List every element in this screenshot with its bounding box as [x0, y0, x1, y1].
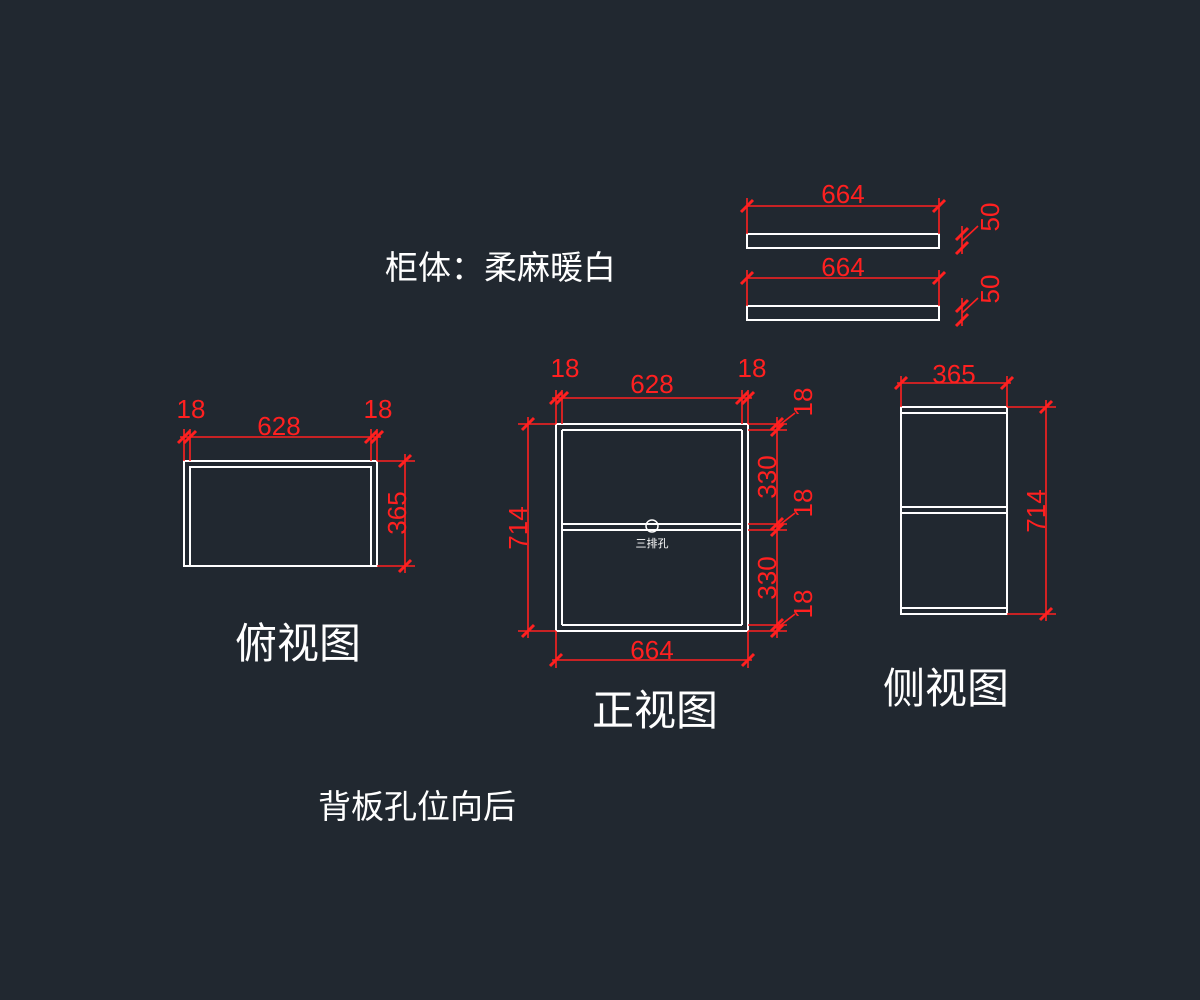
top-view-right-panel-label: 18	[364, 394, 393, 424]
material-note: 柜体：柔麻暖白	[385, 248, 616, 287]
board-1-length-label: 664	[821, 179, 864, 209]
board-1-thickness-tick-bottom	[954, 240, 970, 256]
front-view-width-tick-right	[740, 652, 756, 668]
front-view-height-label: 714	[503, 506, 533, 549]
side-view-height-label: 714	[1021, 489, 1051, 532]
front-view-top-panel-label: 18	[788, 388, 818, 417]
front-view-width-label: 664	[630, 635, 673, 665]
top-view-tick-1	[176, 429, 192, 445]
board-2-thickness-leader	[961, 297, 979, 314]
front-view-right-panel-label: 18	[738, 353, 767, 383]
front-view-chain-tick-5	[769, 617, 785, 633]
front-view-title: 正视图	[592, 686, 718, 735]
board-1-thickness-label: 50	[975, 203, 1005, 232]
front-view-tick-1	[548, 390, 564, 406]
shelf-hole-label: 三排孔	[636, 536, 669, 550]
top-view-inner	[189, 466, 372, 567]
board-2: 664 50	[739, 252, 1005, 328]
shelf-hole-icon	[645, 519, 659, 533]
front-view-upper-space-label: 330	[752, 455, 782, 498]
top-view-tick-2	[182, 429, 198, 445]
board-1: 664 50	[739, 179, 1005, 256]
front-view-bottom-panel-leader	[776, 613, 796, 629]
side-view-height-tick-bottom	[1038, 606, 1054, 622]
top-view-title: 俯视图	[235, 619, 361, 668]
side-view-title: 侧视图	[883, 664, 1009, 713]
top-view-depth-label: 365	[382, 491, 412, 534]
board-2-thickness-tick-top	[954, 298, 970, 314]
board-2-outline	[746, 305, 940, 321]
front-view-height-tick-bottom	[520, 623, 536, 639]
top-view-depth-tick-bottom	[397, 558, 413, 574]
side-view-height-tick-top	[1038, 399, 1054, 415]
front-view-chain-tick-1	[769, 416, 785, 432]
front-view-outer	[555, 423, 749, 632]
top-view-inner-width-label: 628	[257, 411, 300, 441]
board-1-thickness-tick-top	[954, 226, 970, 242]
front-view-tick-2	[554, 390, 570, 406]
board-1-thickness-leader	[961, 225, 979, 242]
front-view-shelf-label: 18	[788, 489, 818, 518]
side-view-depth-tick-left	[893, 375, 909, 391]
side-view-depth-label: 365	[932, 359, 975, 389]
top-view-tick-4	[369, 429, 385, 445]
front-view-width-tick-left	[548, 652, 564, 668]
side-view-depth-tick-right	[999, 375, 1015, 391]
front-view-left-panel-label: 18	[551, 353, 580, 383]
front-view-tick-3	[734, 390, 750, 406]
board-2-thickness-tick-bottom	[954, 312, 970, 328]
board-2-length-tick-left	[739, 270, 755, 286]
back-panel-note: 背板孔位向后	[318, 787, 516, 826]
front-view: 三排孔 18 628 18 664 714	[503, 353, 818, 735]
front-view-tick-4	[740, 390, 756, 406]
front-view-chain-tick-4	[769, 522, 785, 538]
front-view-shelf-leader	[776, 512, 796, 528]
front-view-height-tick-top	[520, 416, 536, 432]
front-view-inner-width-label: 628	[630, 369, 673, 399]
board-1-outline	[746, 233, 940, 249]
front-view-chain-tick-2	[769, 422, 785, 438]
front-view-chain-tick-3	[769, 516, 785, 532]
board-2-thickness-label: 50	[975, 275, 1005, 304]
board-1-length-tick-right	[931, 198, 947, 214]
front-view-top-panel-leader	[776, 412, 796, 428]
front-view-bottom-panel-label: 18	[788, 590, 818, 619]
top-view-left-panel-label: 18	[177, 394, 206, 424]
board-2-length-label: 664	[821, 252, 864, 282]
top-view-tick-3	[363, 429, 379, 445]
board-2-length-tick-right	[931, 270, 947, 286]
top-view-outer	[183, 460, 378, 567]
side-view: 365 714 侧视图	[883, 359, 1056, 713]
top-view-depth-tick-top	[397, 453, 413, 469]
front-view-chain-tick-6	[769, 623, 785, 639]
side-view-outer	[900, 406, 1008, 615]
board-1-length-tick-left	[739, 198, 755, 214]
top-view: 18 628 18 365 俯视图	[177, 394, 415, 668]
front-view-lower-space-label: 330	[752, 556, 782, 599]
